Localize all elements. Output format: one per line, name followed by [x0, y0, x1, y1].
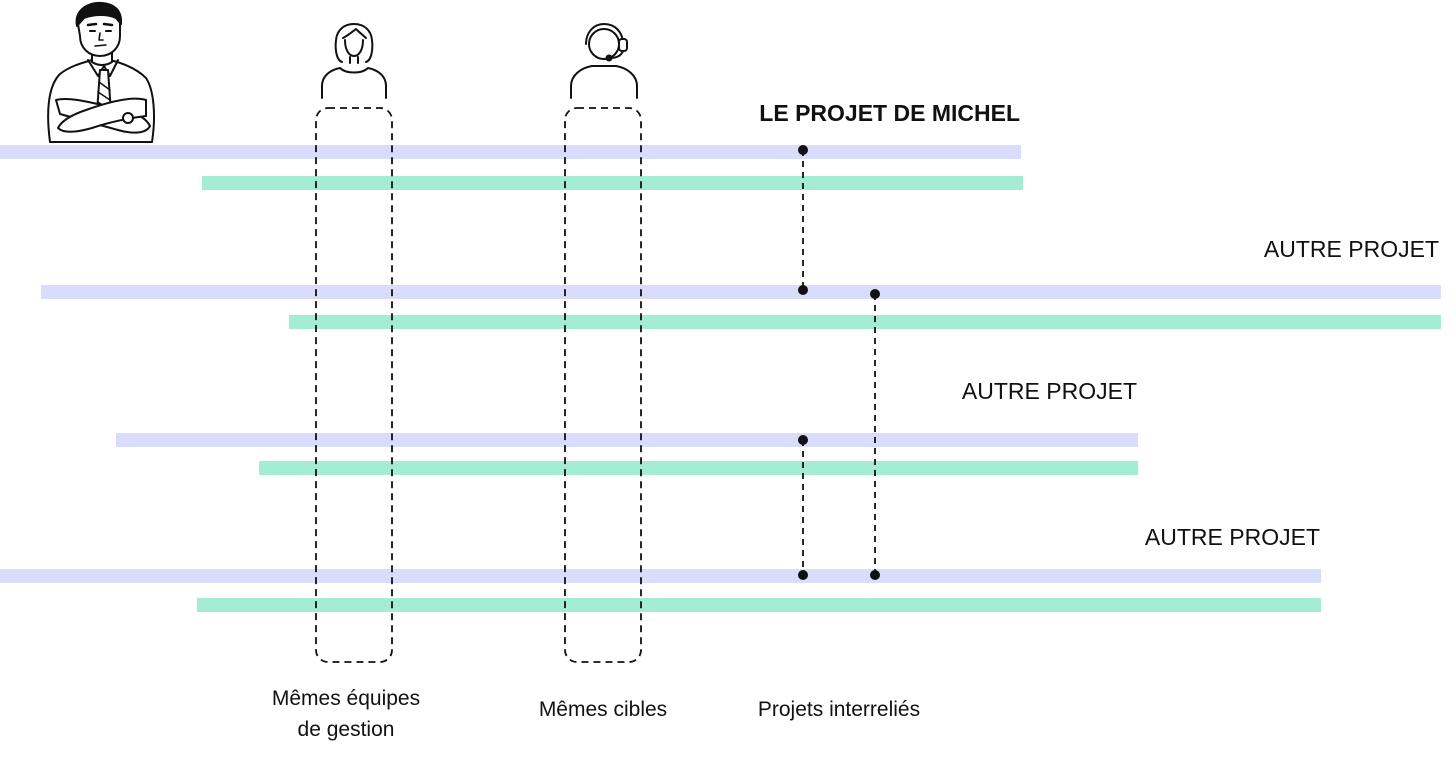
manager-figure-icon	[47, 1, 155, 143]
caption-teams-line1: Mêmes équipes	[272, 687, 420, 710]
project-other-2-primary-bar	[116, 433, 1138, 447]
link-node	[798, 570, 808, 580]
project-other-1-primary-bar	[41, 285, 1441, 299]
link-node	[798, 285, 808, 295]
headset-avatar-icon	[570, 23, 638, 99]
caption-linked-projects: Projets interreliés	[758, 698, 920, 721]
project-michel-primary-bar	[0, 145, 1021, 159]
link-node	[798, 145, 808, 155]
project-michel-secondary-bar	[202, 176, 1023, 190]
project-other-2: AUTRE PROJET	[116, 378, 1138, 475]
interrelated-links	[798, 145, 880, 580]
caption-teams-line2: de gestion	[298, 718, 395, 741]
project-michel: LE PROJET DE MICHEL	[0, 100, 1023, 190]
woman-avatar-icon	[321, 23, 387, 99]
project-other-2-title: AUTRE PROJET	[962, 378, 1137, 404]
project-other-3: AUTRE PROJET	[0, 524, 1321, 612]
link-node	[798, 435, 808, 445]
project-other-1: AUTRE PROJET	[41, 236, 1441, 329]
link-node	[870, 570, 880, 580]
project-other-1-title: AUTRE PROJET	[1264, 236, 1439, 262]
project-other-2-secondary-bar	[259, 461, 1138, 475]
link-node	[870, 289, 880, 299]
project-other-3-primary-bar	[0, 569, 1321, 583]
project-other-1-secondary-bar	[289, 315, 1441, 329]
project-other-3-secondary-bar	[197, 598, 1321, 612]
project-michel-title: LE PROJET DE MICHEL	[759, 100, 1020, 126]
caption-targets: Mêmes cibles	[539, 698, 667, 721]
project-other-3-title: AUTRE PROJET	[1145, 524, 1320, 550]
shared-management-team-group	[315, 107, 393, 663]
shared-targets-group	[564, 107, 642, 663]
